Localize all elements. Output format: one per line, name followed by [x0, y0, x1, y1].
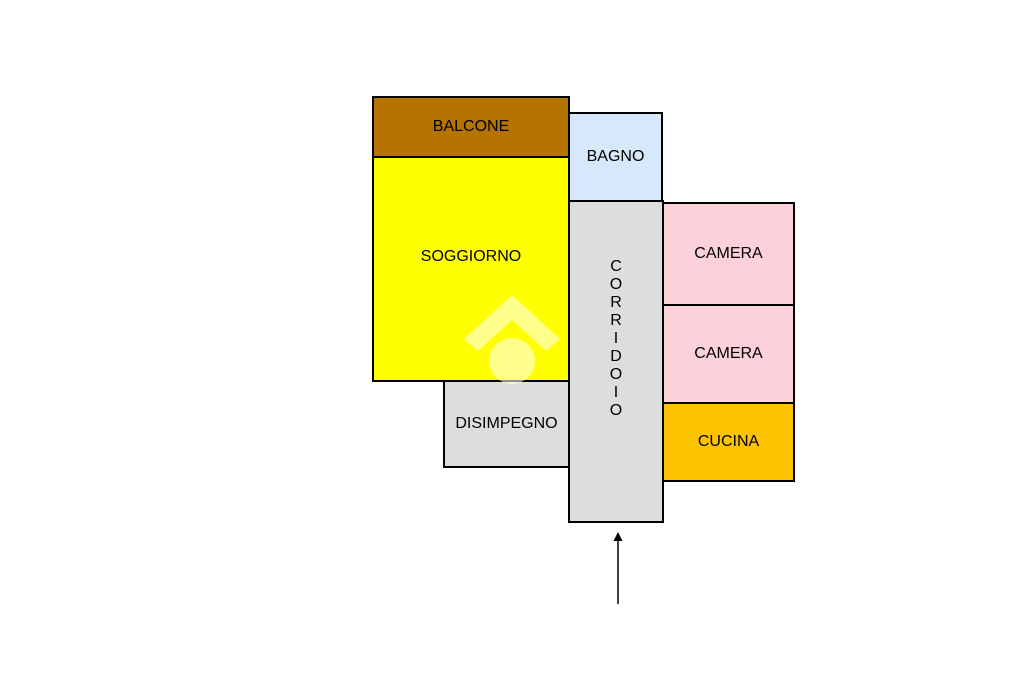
corridoio-letter: O: [609, 402, 623, 419]
corridoio-letter: D: [610, 348, 622, 365]
room-soggiorno-label: SOGGIORNO: [420, 248, 522, 265]
room-cucina-label: CUCINA: [697, 433, 760, 450]
corridoio-letter: C: [610, 258, 622, 275]
room-balcone: BALCONE: [372, 96, 570, 158]
room-soggiorno: SOGGIORNO: [372, 156, 570, 382]
room-disimpegno: DISIMPEGNO: [443, 380, 570, 468]
room-cucina: CUCINA: [662, 402, 795, 482]
room-bagno: BAGNO: [568, 112, 663, 202]
corridoio-letter: R: [610, 294, 622, 311]
room-camera-2: CAMERA: [662, 304, 795, 404]
room-disimpegno-label: DISIMPEGNO: [455, 415, 558, 432]
corridoio-letter: O: [609, 366, 623, 383]
room-camera-1: CAMERA: [662, 202, 795, 306]
up-arrow-icon: [613, 532, 623, 604]
corridoio-letter: O: [609, 276, 623, 293]
corridoio-letter: R: [610, 312, 622, 329]
corridoio-letter: I: [613, 330, 619, 347]
room-camera-1-label: CAMERA: [694, 245, 763, 262]
room-camera-2-label: CAMERA: [694, 345, 763, 362]
room-balcone-label: BALCONE: [432, 118, 510, 135]
corridoio-letter: I: [613, 384, 619, 401]
room-bagno-label: BAGNO: [586, 148, 645, 165]
